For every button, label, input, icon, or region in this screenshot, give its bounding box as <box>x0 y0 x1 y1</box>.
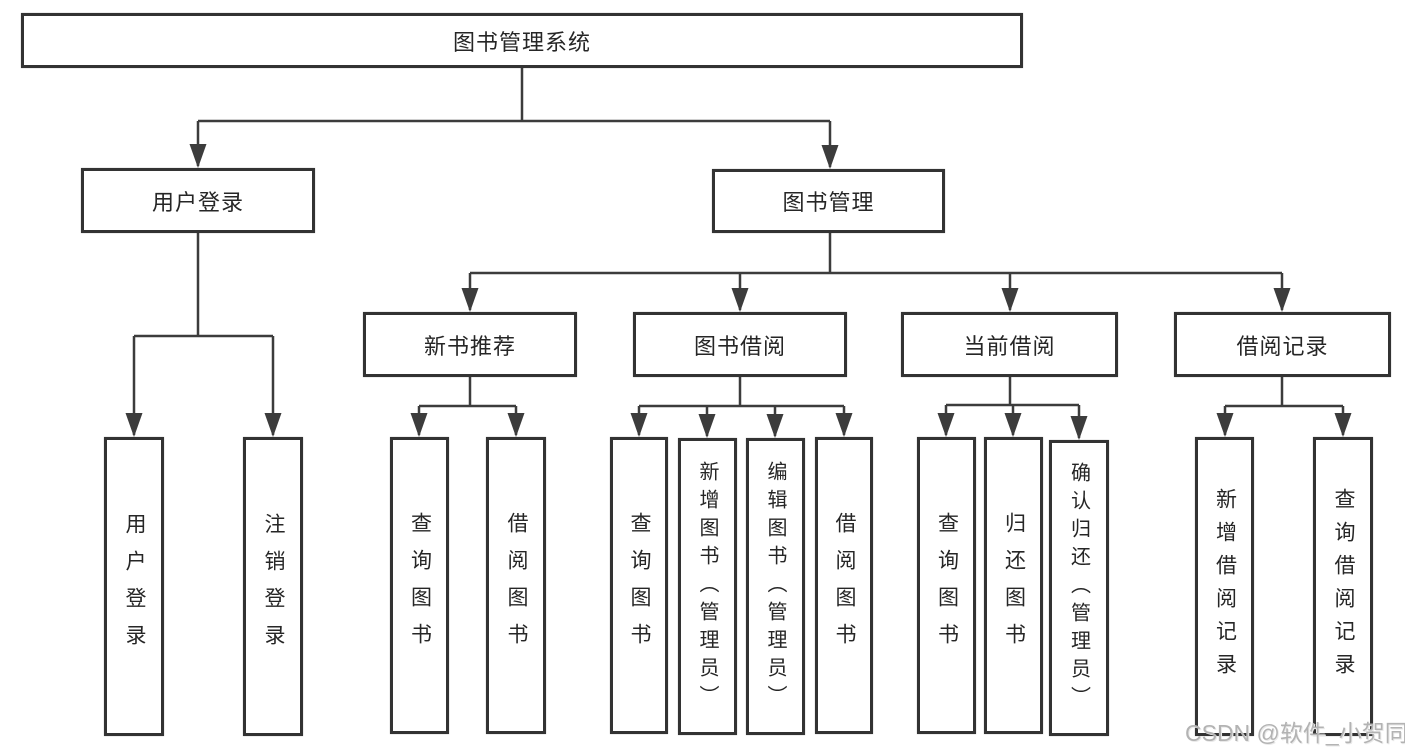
leaf-query-books-3: 查询图书 <box>917 437 976 734</box>
leaf-label: 借阅图书 <box>833 511 856 660</box>
leaf-label: 归还图书 <box>1002 511 1026 660</box>
node-label: 图书管理 <box>782 190 875 215</box>
leaf-label: 新增图书（管理员） <box>696 460 718 713</box>
node-book-management: 图书管理 <box>712 169 945 233</box>
leaf-add-book-admin: 新增图书（管理员） <box>678 438 737 735</box>
leaf-borrow-books-1: 借阅图书 <box>486 437 546 734</box>
leaf-label: 注销登录 <box>262 512 285 661</box>
node-user-login: 用户登录 <box>81 168 315 233</box>
leaf-label: 查询借阅记录 <box>1332 487 1355 686</box>
leaf-query-books-1: 查询图书 <box>390 437 449 734</box>
leaf-label: 新增借阅记录 <box>1213 487 1237 686</box>
leaf-edit-book-admin: 编辑图书（管理员） <box>746 438 805 735</box>
leaf-borrow-books-2: 借阅图书 <box>815 437 873 734</box>
node-label: 图书管理系统 <box>452 29 591 55</box>
leaf-label: 查询图书 <box>408 511 432 660</box>
leaf-user-login: 用户登录 <box>104 437 164 736</box>
csdn-watermark: CSDN @软件_小贺同学 <box>1185 720 1405 746</box>
node-label: 图书借阅 <box>693 333 786 359</box>
leaf-query-books-2: 查询图书 <box>610 437 668 734</box>
leaf-return-books: 归还图书 <box>984 437 1043 734</box>
leaf-query-borrow-record: 查询借阅记录 <box>1313 437 1373 736</box>
leaf-label: 用户登录 <box>123 512 146 661</box>
leaf-add-borrow-record: 新增借阅记录 <box>1195 437 1254 736</box>
leaf-label: 确认归还（管理员） <box>1067 462 1090 714</box>
leaf-label: 查询图书 <box>628 511 651 660</box>
leaf-logout: 注销登录 <box>243 437 303 736</box>
leaf-label: 借阅图书 <box>505 511 528 660</box>
leaf-label: 编辑图书（管理员） <box>764 460 786 713</box>
node-label: 借阅记录 <box>1236 333 1329 359</box>
node-label: 当前借阅 <box>963 333 1056 359</box>
node-new-book-recommend: 新书推荐 <box>363 312 577 377</box>
node-borrowing-records: 借阅记录 <box>1174 312 1391 377</box>
node-book-borrowing: 图书借阅 <box>633 312 847 377</box>
node-label: 新书推荐 <box>423 333 516 359</box>
node-current-borrowing: 当前借阅 <box>901 312 1118 377</box>
leaf-label: 查询图书 <box>935 511 959 660</box>
node-library-system: 图书管理系统 <box>21 13 1023 68</box>
leaf-confirm-return-admin: 确认归还（管理员） <box>1049 440 1109 736</box>
node-label: 用户登录 <box>151 189 244 215</box>
